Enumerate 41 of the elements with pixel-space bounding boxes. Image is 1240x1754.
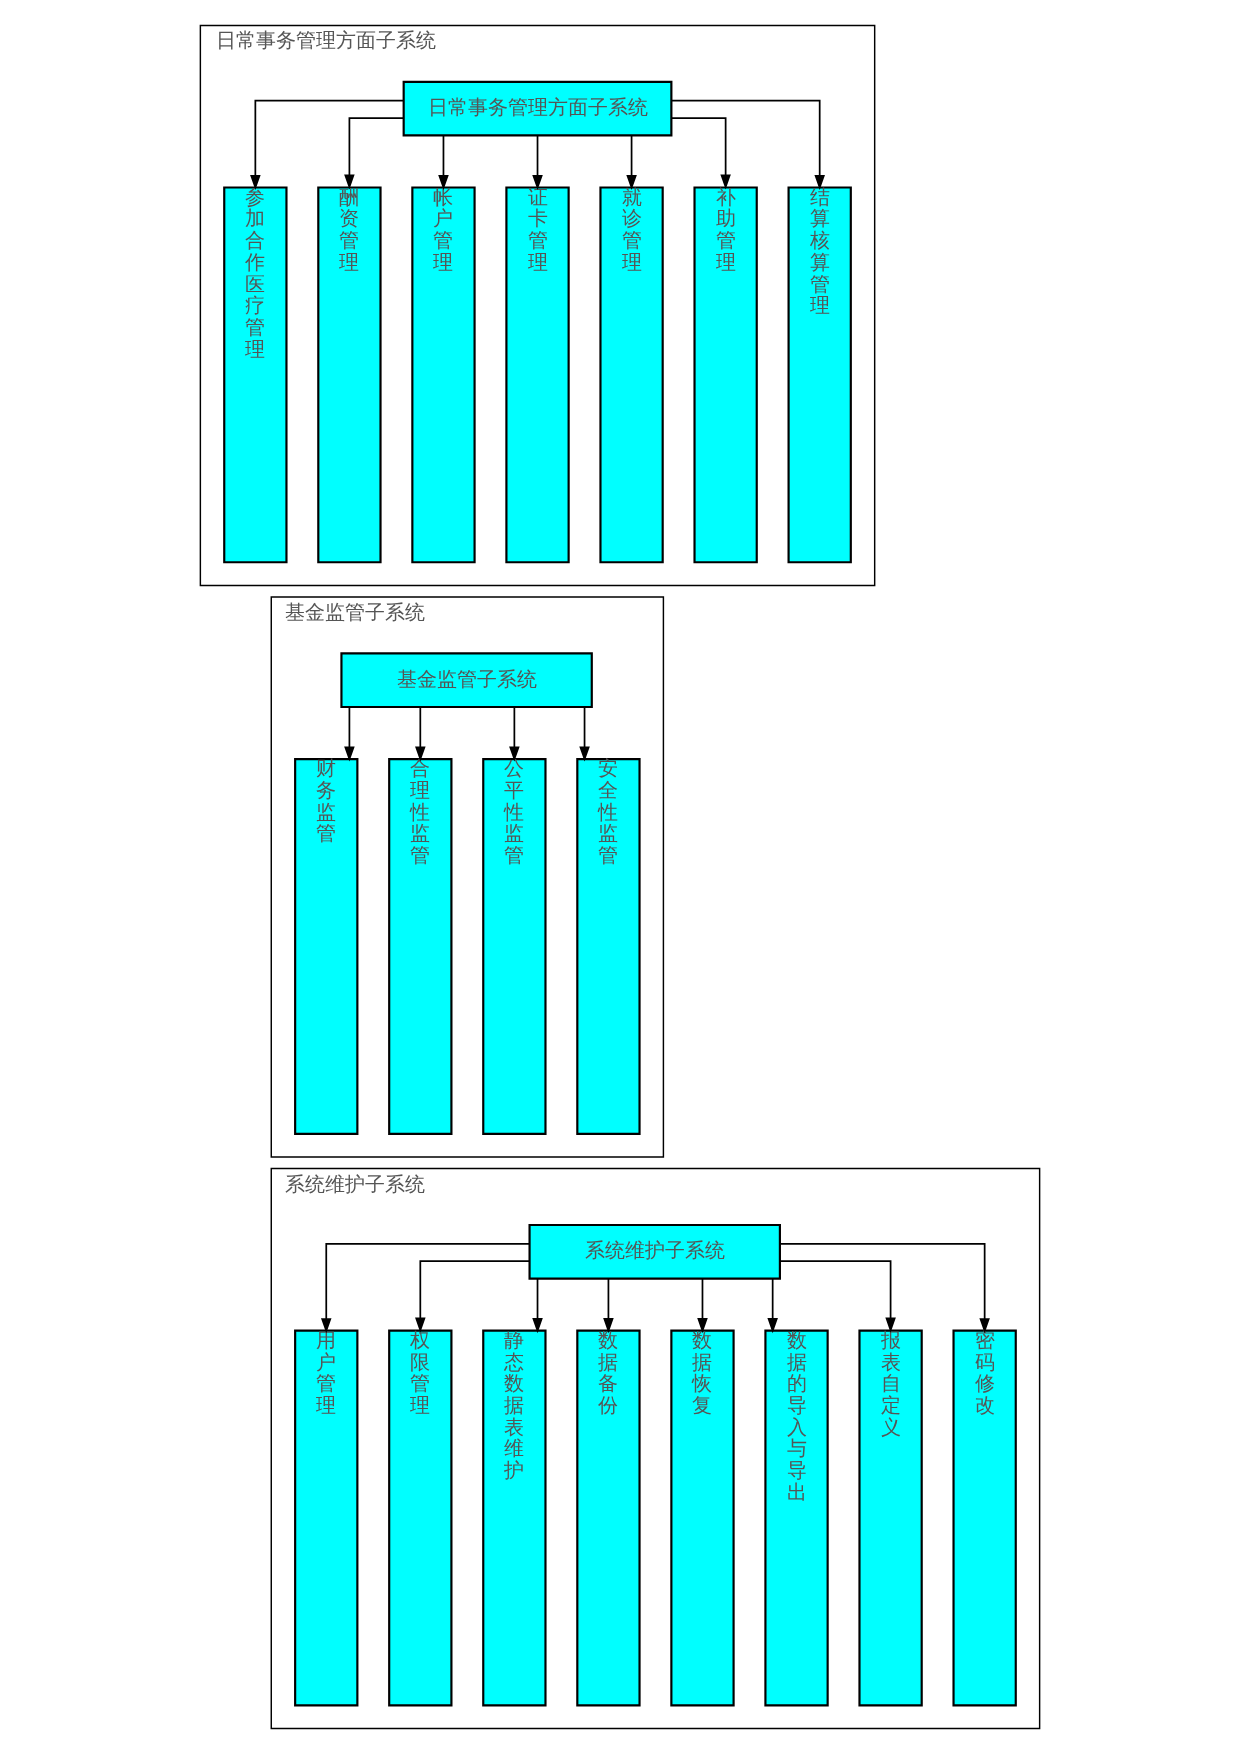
arrow [320, 1242, 530, 1334]
arrow [438, 134, 449, 191]
node-box: 参加合作医疗管理 [223, 186, 288, 564]
node-box: 安全性监管 [576, 758, 641, 1135]
node-box: 合理性监管 [388, 758, 453, 1135]
node-box: 用户管理 [294, 1329, 359, 1707]
arrow [509, 706, 520, 762]
arrow [697, 1277, 708, 1334]
arrow [579, 706, 590, 762]
node-box: 密码修改 [952, 1329, 1017, 1707]
arrow [415, 706, 426, 762]
arrow [670, 99, 825, 191]
arrow [779, 1260, 896, 1333]
arrow [767, 1277, 778, 1334]
node-box: 财务监管 [294, 758, 359, 1135]
node-box: 酬资管理 [317, 186, 382, 564]
node-box: 报表自定义 [858, 1329, 923, 1707]
arrow [532, 1277, 543, 1334]
node-box: 数据备份 [576, 1329, 641, 1707]
node-box: 权限管理 [388, 1329, 453, 1707]
node-box: 日常事务管理方面子系统 [402, 80, 673, 137]
arrow [603, 1277, 614, 1334]
arrow [626, 134, 637, 191]
node-box: 基金监管子系统 [340, 652, 593, 709]
arrow [670, 117, 731, 190]
node-box: 系统维护子系统 [528, 1223, 781, 1280]
node-box: 结算核算管理 [787, 186, 852, 564]
node-box: 证卡管理 [505, 186, 570, 564]
arrow [779, 1242, 990, 1334]
node-box: 公平性监管 [482, 758, 547, 1135]
arrow [532, 134, 543, 191]
arrow [415, 1260, 531, 1333]
node-box: 静态数据表维护 [482, 1329, 547, 1707]
node-box: 数据的导入与导出 [764, 1329, 829, 1707]
arrow [344, 706, 355, 762]
node-box: 帐户管理 [411, 186, 476, 564]
arrow [344, 117, 405, 190]
node-box: 就诊管理 [599, 186, 664, 564]
arrow [250, 99, 405, 191]
node-box: 补助管理 [693, 186, 758, 564]
node-box: 数据恢复 [670, 1329, 735, 1707]
